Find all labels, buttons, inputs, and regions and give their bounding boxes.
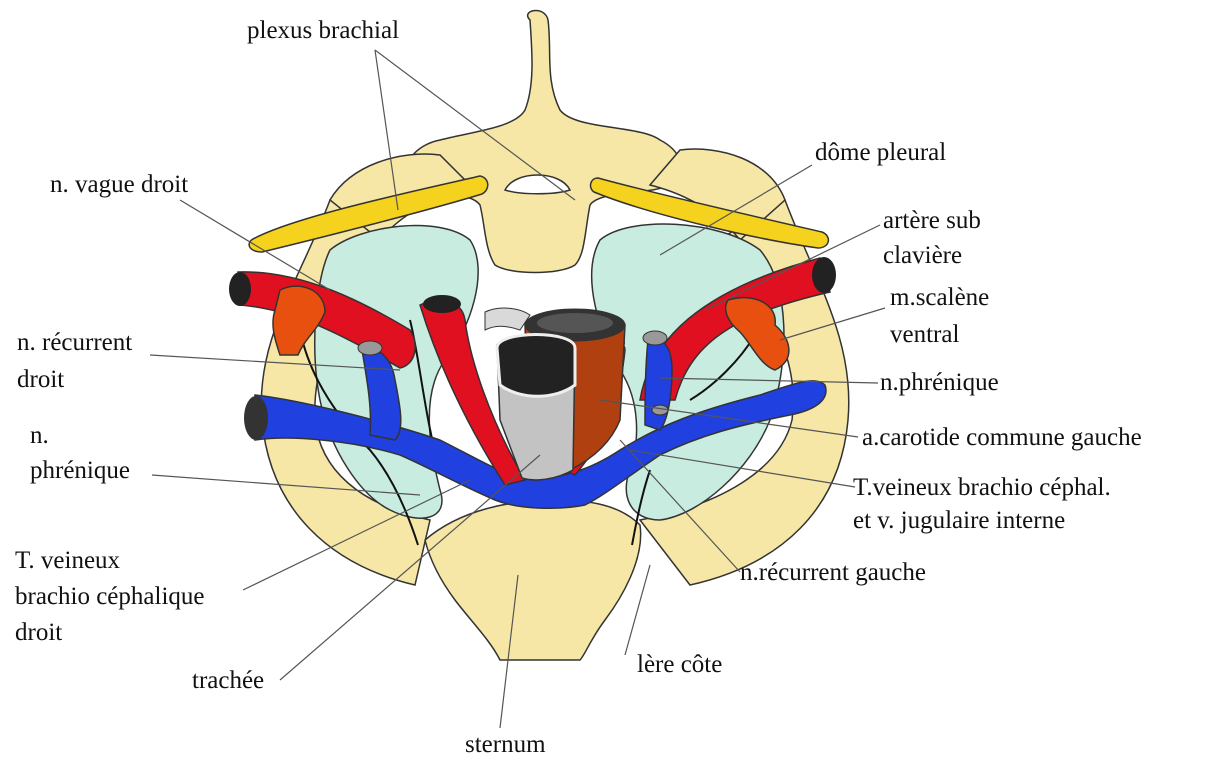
label-sternum: sternum (465, 731, 546, 758)
label-plexus-brachial: plexus brachial (247, 17, 399, 44)
label-t-veineux-gauche-line2: et v. jugulaire interne (853, 507, 1065, 534)
label-n-phrenique-right: n.phrénique (880, 369, 999, 396)
label-m-scalene-line1: m.scalène (890, 284, 989, 311)
label-t-veineux-droit-line1: T. veineux (15, 547, 121, 574)
label-n-recurrent-gauche: n.récurrent gauche (740, 559, 926, 586)
trachea-shade (485, 308, 530, 330)
vein-end-right (244, 396, 268, 440)
subclavian-artery-right-end (229, 272, 251, 306)
label-n-phrenique-left-line2: phrénique (30, 457, 130, 484)
esophagus-lumen (537, 313, 613, 333)
subclavian-artery-left-end (812, 257, 836, 293)
label-trachee: trachée (192, 667, 264, 694)
label-m-scalene-line2: ventral (890, 321, 959, 348)
label-artere-sub-line2: clavière (883, 242, 962, 269)
label-n-phrenique-left-line1: n. (30, 422, 49, 449)
label-t-veineux-droit-line2: brachio céphalique (15, 583, 205, 610)
label-t-veineux-droit-line3: droit (15, 619, 62, 646)
vein-end-jugular-right (358, 341, 382, 355)
label-artere-sub-line1: artère sub (883, 207, 981, 234)
label-n-vague-droit: n. vague droit (50, 171, 188, 198)
label-dome-pleural: dôme pleural (815, 139, 946, 166)
label-premiere-cote: lère côte (637, 651, 722, 678)
label-a-carotide: a.carotide commune gauche (862, 424, 1142, 451)
label-n-recurrent-droit-line1: n. récurrent (17, 329, 132, 356)
label-t-veineux-gauche-line1: T.veineux brachio céphal. (853, 474, 1111, 501)
vein-end-jugular-left (643, 331, 667, 345)
label-n-recurrent-droit-line2: droit (17, 366, 64, 393)
sternum-bone (425, 500, 641, 660)
brachiocephalic-artery-end (423, 295, 461, 313)
trachea-top (497, 335, 575, 397)
